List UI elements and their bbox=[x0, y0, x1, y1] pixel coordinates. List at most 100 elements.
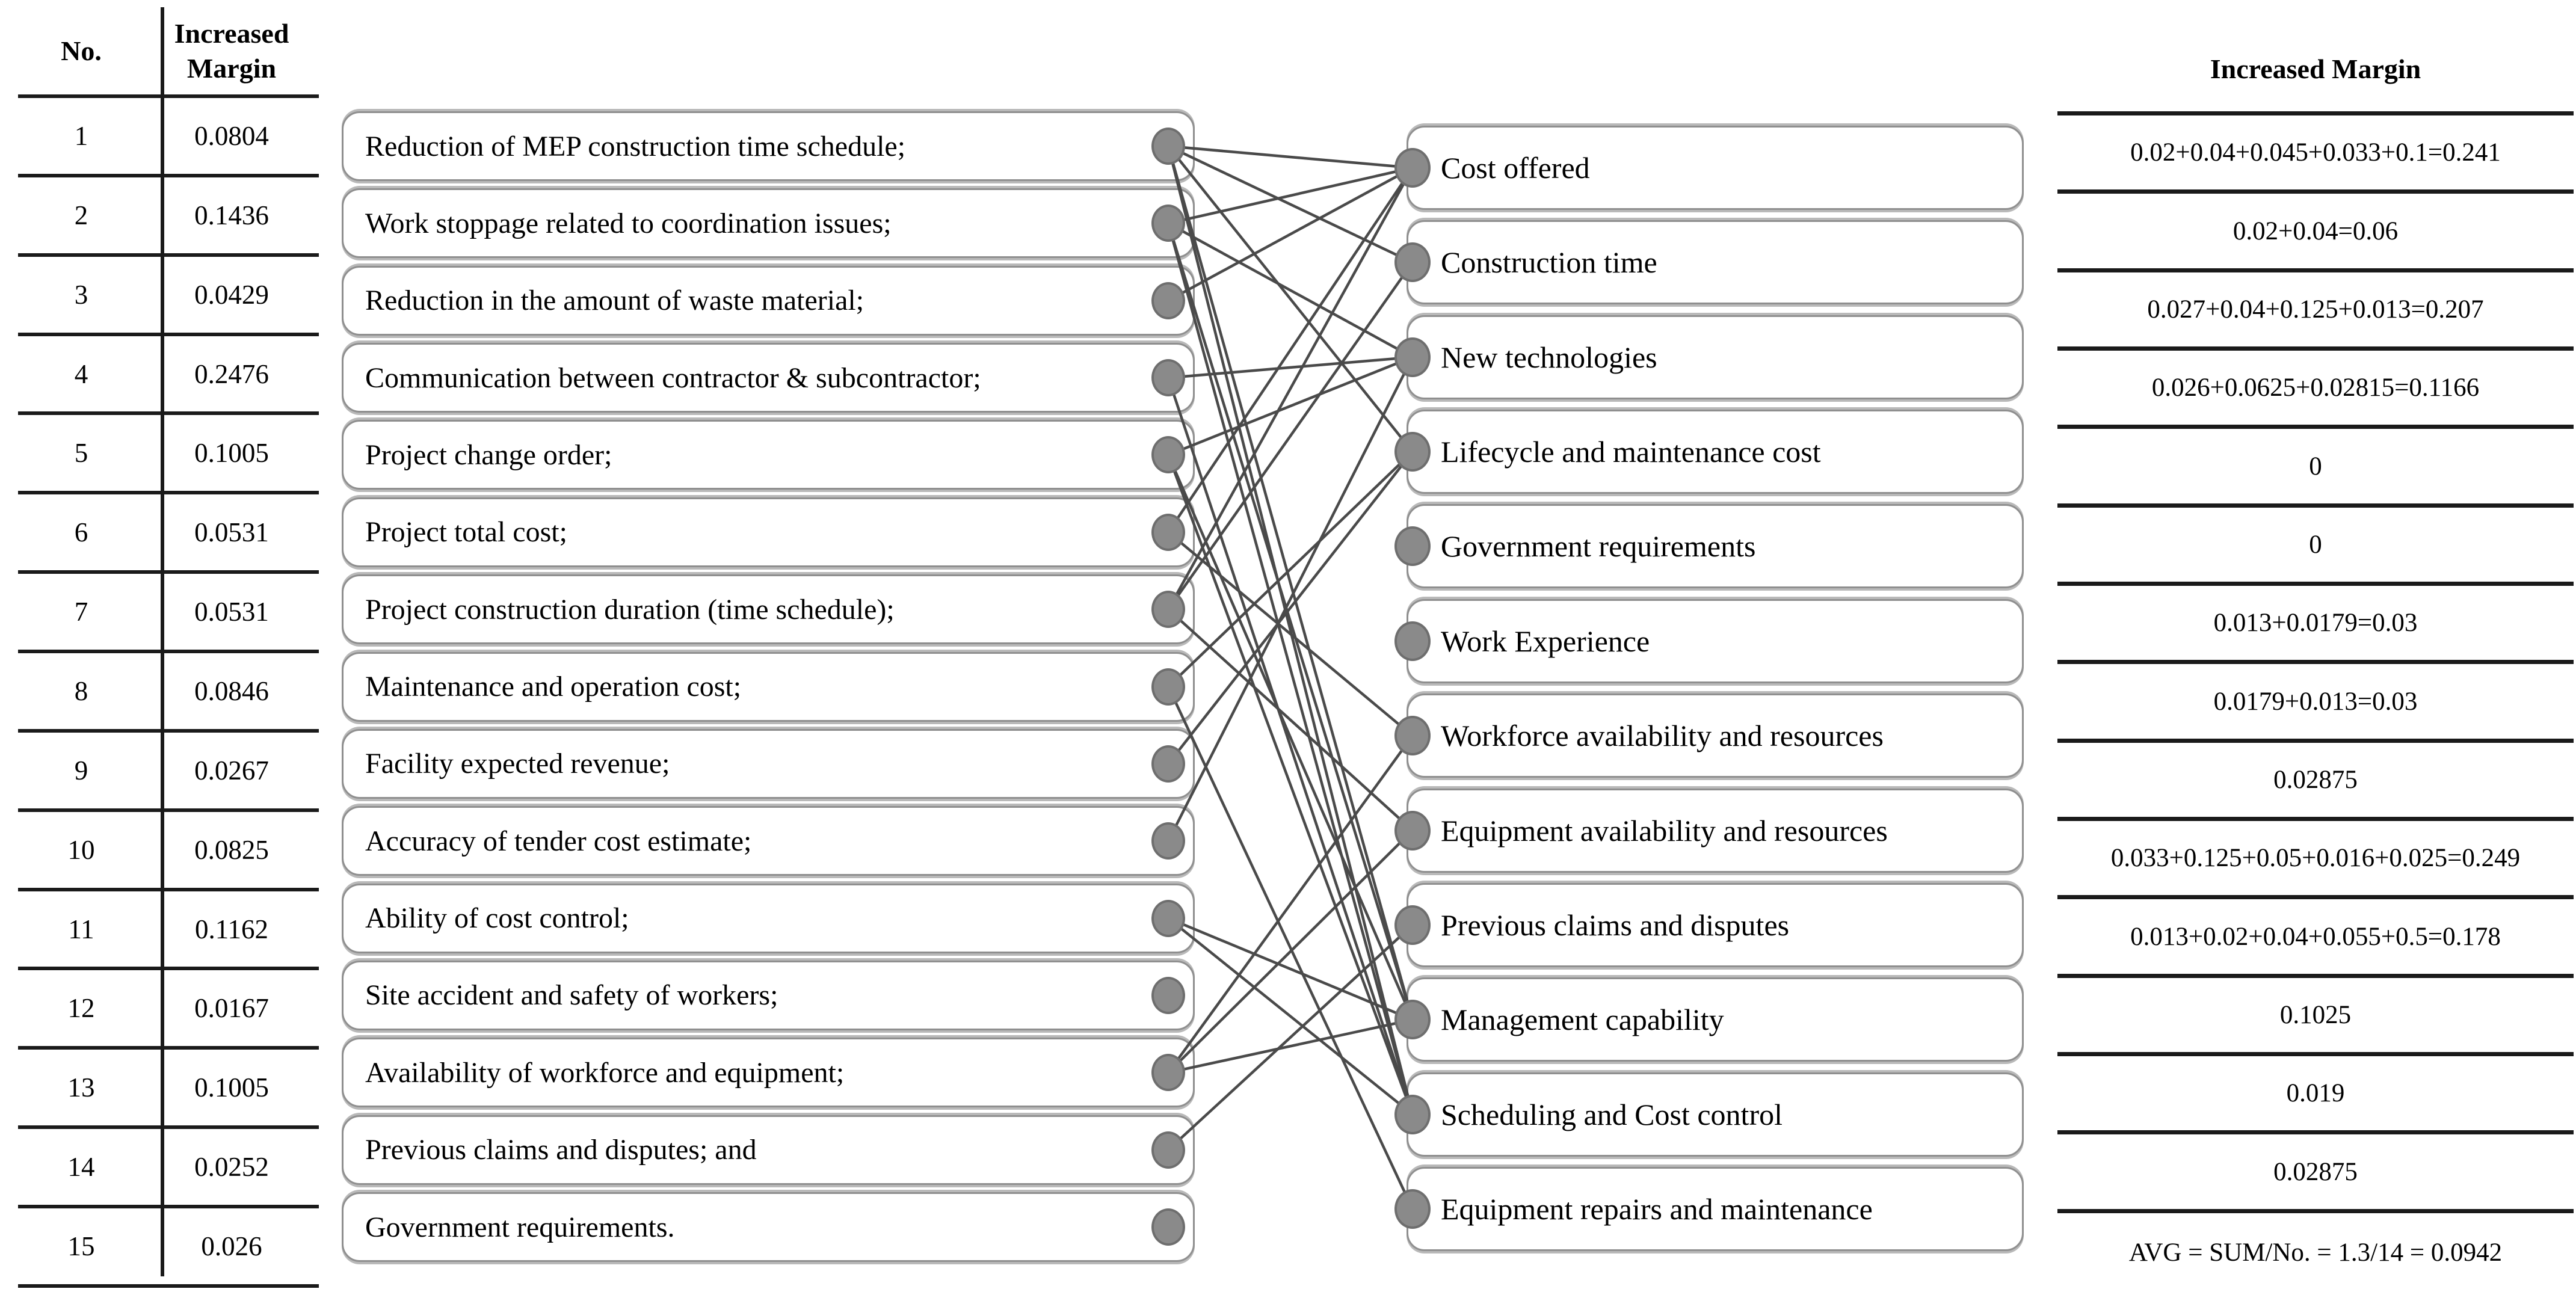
connector-dot-factor bbox=[1151, 668, 1185, 706]
connector-dot-factor bbox=[1151, 359, 1185, 397]
col-header-increased-margin: Increased Margin bbox=[174, 18, 289, 84]
increased-margin-row: 0.026+0.0625+0.02815=0.1166 bbox=[2057, 351, 2574, 429]
factor-node: Accuracy of tender cost estimate; bbox=[342, 806, 1195, 876]
factor-margin-cell: 0.2476 bbox=[194, 358, 269, 389]
connector-dot-criteria bbox=[1394, 432, 1431, 472]
connector-dot-criteria bbox=[1394, 337, 1431, 377]
factor-node: Availability of workforce and equipment; bbox=[342, 1038, 1195, 1108]
factor-margin-cell: 0.0267 bbox=[194, 755, 269, 786]
criteria-node-label: Equipment repairs and maintenance bbox=[1441, 1192, 1873, 1226]
criteria-node: Equipment availability and resources bbox=[1407, 788, 2024, 873]
factor-number-cell: 4 bbox=[74, 358, 88, 389]
factor-margin-cell: 0.0804 bbox=[194, 120, 269, 151]
connector-line bbox=[1166, 454, 1414, 1115]
criteria-node: Government requirements bbox=[1407, 504, 2024, 589]
factor-node: Project change order; bbox=[342, 420, 1195, 490]
criteria-node: Scheduling and Cost control bbox=[1407, 1072, 2024, 1157]
connector-dot-factor bbox=[1151, 1054, 1185, 1092]
criteria-node: Work Experience bbox=[1407, 598, 2024, 683]
increased-margin-row: 0 bbox=[2057, 508, 2574, 586]
factor-number-cell: 9 bbox=[74, 755, 88, 786]
connector-dot-criteria bbox=[1394, 526, 1431, 567]
increased-margin-row: 0.0179+0.013=0.03 bbox=[2057, 664, 2574, 743]
factor-number-cell: 8 bbox=[74, 675, 88, 706]
connector-line bbox=[1166, 223, 1414, 1020]
connector-line bbox=[1168, 144, 1413, 264]
connector-line bbox=[1168, 1018, 1413, 1074]
col-header-no: No. bbox=[61, 35, 102, 66]
factor-margin-cell: 0.0825 bbox=[194, 834, 269, 865]
connector-line bbox=[1166, 377, 1414, 1115]
factor-table-row: 8 0.0846 bbox=[18, 653, 319, 733]
factor-margin-cell: 0.1005 bbox=[194, 438, 269, 469]
factor-table-header-row: No. Increased Margin bbox=[18, 7, 319, 98]
factor-number-cell: 11 bbox=[68, 914, 94, 944]
increased-margin-row: 0.013+0.0179=0.03 bbox=[2057, 586, 2574, 665]
increased-margin-row: 0.02875 bbox=[2057, 743, 2574, 822]
connector-dot-criteria bbox=[1394, 810, 1431, 851]
increased-margin-row: 0.02+0.04=0.06 bbox=[2057, 194, 2574, 272]
criteria-node: Workforce availability and resources bbox=[1407, 694, 2024, 778]
factor-table-row: 4 0.2476 bbox=[18, 336, 319, 416]
criteria-node: Previous claims and disputes bbox=[1407, 882, 2024, 967]
factor-node-label: Maintenance and operation cost; bbox=[365, 671, 742, 703]
connector-dot-factor bbox=[1151, 513, 1185, 551]
average-margin-row: AVG = SUM/No. = 1.3/14 = 0.0942 bbox=[2128, 1238, 2503, 1267]
factor-number-cell: 5 bbox=[74, 438, 88, 469]
factor-node-label: Availability of workforce and equipment; bbox=[365, 1056, 845, 1089]
connector-dot-criteria bbox=[1394, 905, 1431, 945]
connector-line bbox=[1168, 355, 1413, 457]
factor-number-cell: 1 bbox=[74, 120, 88, 151]
increased-margin-row: 0.02+0.04+0.045+0.033+0.1=0.241 bbox=[2057, 115, 2574, 194]
factor-node-label: Facility expected revenue; bbox=[365, 748, 670, 780]
criteria-node-label: Previous claims and disputes bbox=[1441, 908, 1790, 942]
factor-number-cell: 7 bbox=[74, 597, 88, 627]
connector-line bbox=[1168, 144, 1413, 170]
connector-dot-factor bbox=[1151, 205, 1185, 242]
factor-node: Site accident and safety of workers; bbox=[342, 960, 1195, 1030]
connector-dot-factor bbox=[1151, 128, 1185, 165]
connector-line bbox=[1167, 451, 1414, 688]
criteria-node-label: Equipment availability and resources bbox=[1441, 813, 1888, 847]
factor-node-label: Accuracy of tender cost estimate; bbox=[365, 825, 752, 857]
factor-node-label: Reduction in the amount of waste materia… bbox=[365, 285, 864, 317]
increased-margin-row: 0 bbox=[2057, 429, 2574, 508]
connector-line bbox=[1167, 262, 1414, 611]
connector-dot-criteria bbox=[1394, 148, 1431, 188]
connector-line bbox=[1166, 146, 1414, 1020]
factor-number-cell: 3 bbox=[74, 279, 88, 310]
factor-number-cell: 14 bbox=[67, 1152, 95, 1183]
factor-node: Reduction in the amount of waste materia… bbox=[342, 265, 1195, 336]
increased-margin-row: 0.1025 bbox=[2057, 978, 2574, 1057]
criteria-margin-table: Increased Margin 0.02+0.04+0.045+0.033+0… bbox=[2057, 0, 2574, 1288]
factor-number-cell: 15 bbox=[67, 1231, 95, 1261]
increased-margin-row: 0.013+0.02+0.04+0.055+0.5=0.178 bbox=[2057, 899, 2574, 978]
connector-dot-criteria bbox=[1394, 242, 1431, 283]
connector-line bbox=[1166, 356, 1414, 842]
factor-node-label: Work stoppage related to coordination is… bbox=[365, 207, 892, 239]
factor-node: Maintenance and operation cost; bbox=[342, 651, 1195, 722]
connector-dot-factor bbox=[1151, 591, 1185, 629]
connector-line bbox=[1167, 917, 1414, 1116]
factor-node-label: Communication between contractor & subco… bbox=[365, 361, 981, 394]
factor-node: Previous claims and disputes; and bbox=[342, 1115, 1195, 1185]
factor-number-cell: 12 bbox=[67, 993, 95, 1024]
connector-line bbox=[1168, 917, 1413, 1021]
factor-node: Government requirements. bbox=[342, 1192, 1195, 1262]
criteria-node: Cost offered bbox=[1407, 126, 2024, 210]
connector-dot-factor bbox=[1151, 976, 1185, 1014]
factor-node-label: Project construction duration (time sche… bbox=[365, 593, 895, 626]
factor-margin-cell: 0.1436 bbox=[194, 200, 269, 230]
factor-margin-cell: 0.0252 bbox=[194, 1152, 269, 1183]
connector-line bbox=[1167, 608, 1414, 832]
connector-line bbox=[1168, 166, 1413, 225]
factor-margin-cell: 0.0846 bbox=[194, 675, 269, 706]
connector-line bbox=[1167, 451, 1414, 765]
